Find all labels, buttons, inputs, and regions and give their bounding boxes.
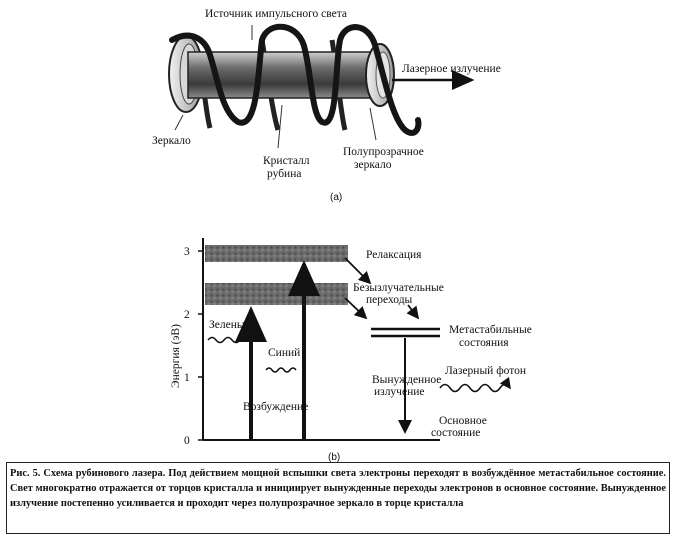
ruby-laser-illustration: [168, 23, 475, 149]
nonradiative-label-line1: Безызлучательные: [353, 282, 444, 294]
figure-caption: Рис. 5. Схема рубинового лазера. Под дей…: [10, 468, 666, 509]
crystal-label-line2: рубина: [267, 168, 301, 180]
energy-level-diagram: [198, 238, 511, 441]
lower-absorption-band: [205, 283, 348, 305]
relaxation-arrow-upper: [344, 257, 372, 285]
excitation-label: Возбуждение: [243, 401, 308, 413]
ground-label-line1: Основное: [439, 415, 487, 427]
tick-label-0: 0: [184, 435, 190, 447]
energy-axis-label: Энергия (эВ): [170, 324, 182, 388]
flash-source-label: Источник импульсного света: [205, 8, 347, 20]
semi-mirror-label-line1: Полупрозрачное: [343, 146, 424, 158]
stimulated-label-line2: излучение: [374, 386, 425, 398]
laser-photon-label: Лазерный фотон: [445, 365, 526, 377]
tick-label-3: 3: [184, 246, 190, 258]
ground-label-line2: состояние: [431, 427, 480, 439]
flash-lamp-coil-front: [169, 23, 422, 136]
panel-label-b: (b): [328, 452, 340, 463]
laser-output-label: Лазерное излучение: [402, 63, 501, 75]
mirror-label: Зеркало: [152, 135, 191, 147]
crystal-label-line1: Кристалл: [263, 155, 310, 167]
relaxation-label: Релаксация: [366, 249, 422, 261]
metastable-label-line1: Метастабильные: [449, 324, 532, 336]
green-photon-wave: [207, 336, 249, 344]
blue-photon-wave: [265, 367, 297, 373]
nonradiative-arrow-1: [344, 297, 368, 320]
metastable-label-line2: состояния: [459, 337, 509, 349]
blue-label: Синий: [268, 347, 300, 359]
tick-label-1: 1: [184, 372, 190, 384]
upper-absorption-band: [205, 245, 348, 262]
green-label: Зеленый: [209, 319, 251, 331]
stimulated-label-line1: Вынужденное: [372, 374, 441, 386]
laser-photon-wave: [439, 376, 511, 393]
semi-mirror-label-line2: зеркало: [354, 159, 392, 171]
nonradiative-label-line2: переходы: [366, 294, 413, 306]
nonradiative-arrow-2: [406, 304, 420, 320]
panel-label-a: (a): [330, 192, 342, 203]
caption-frame: [6, 462, 670, 534]
tick-label-2: 2: [184, 309, 190, 321]
